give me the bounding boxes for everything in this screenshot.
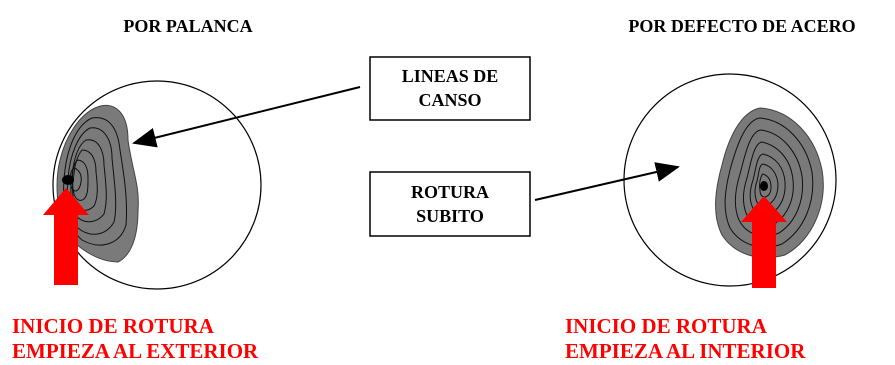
sudden-fracture-label-line2: SUBITO — [416, 206, 484, 226]
left-origin-point — [62, 175, 74, 185]
beach-marks-label-line1: LINEAS DE — [402, 66, 499, 86]
sudden-fracture-label-line1: ROTURA — [411, 182, 489, 202]
beach-marks-label-line2: CANSO — [418, 90, 481, 110]
right-origin-arrow-icon — [741, 196, 787, 288]
beach-marks-label-box: LINEAS DE CANSO — [369, 56, 531, 121]
sudden-fracture-pointer-arrow — [534, 162, 680, 201]
beach-marks-pointer-arrow — [132, 86, 361, 148]
right-fracture-section — [623, 73, 837, 288]
right-title: POR DEFECTO DE ACERO — [628, 16, 855, 36]
left-caption-line1: INICIO DE ROTURA — [12, 314, 215, 338]
left-title: POR PALANCA — [123, 16, 252, 36]
left-origin-arrow-icon — [43, 188, 89, 285]
right-caption-line2: EMPIEZA AL INTERIOR — [565, 339, 806, 363]
left-beach-marks — [63, 117, 128, 246]
right-caption-line1: INICIO DE ROTURA — [565, 314, 768, 338]
left-fracture-section — [43, 80, 262, 290]
sudden-fracture-label-box: ROTURA SUBITO — [369, 171, 531, 237]
right-origin-point — [760, 181, 768, 191]
left-caption-line2: EMPIEZA AL EXTERIOR — [12, 339, 259, 363]
